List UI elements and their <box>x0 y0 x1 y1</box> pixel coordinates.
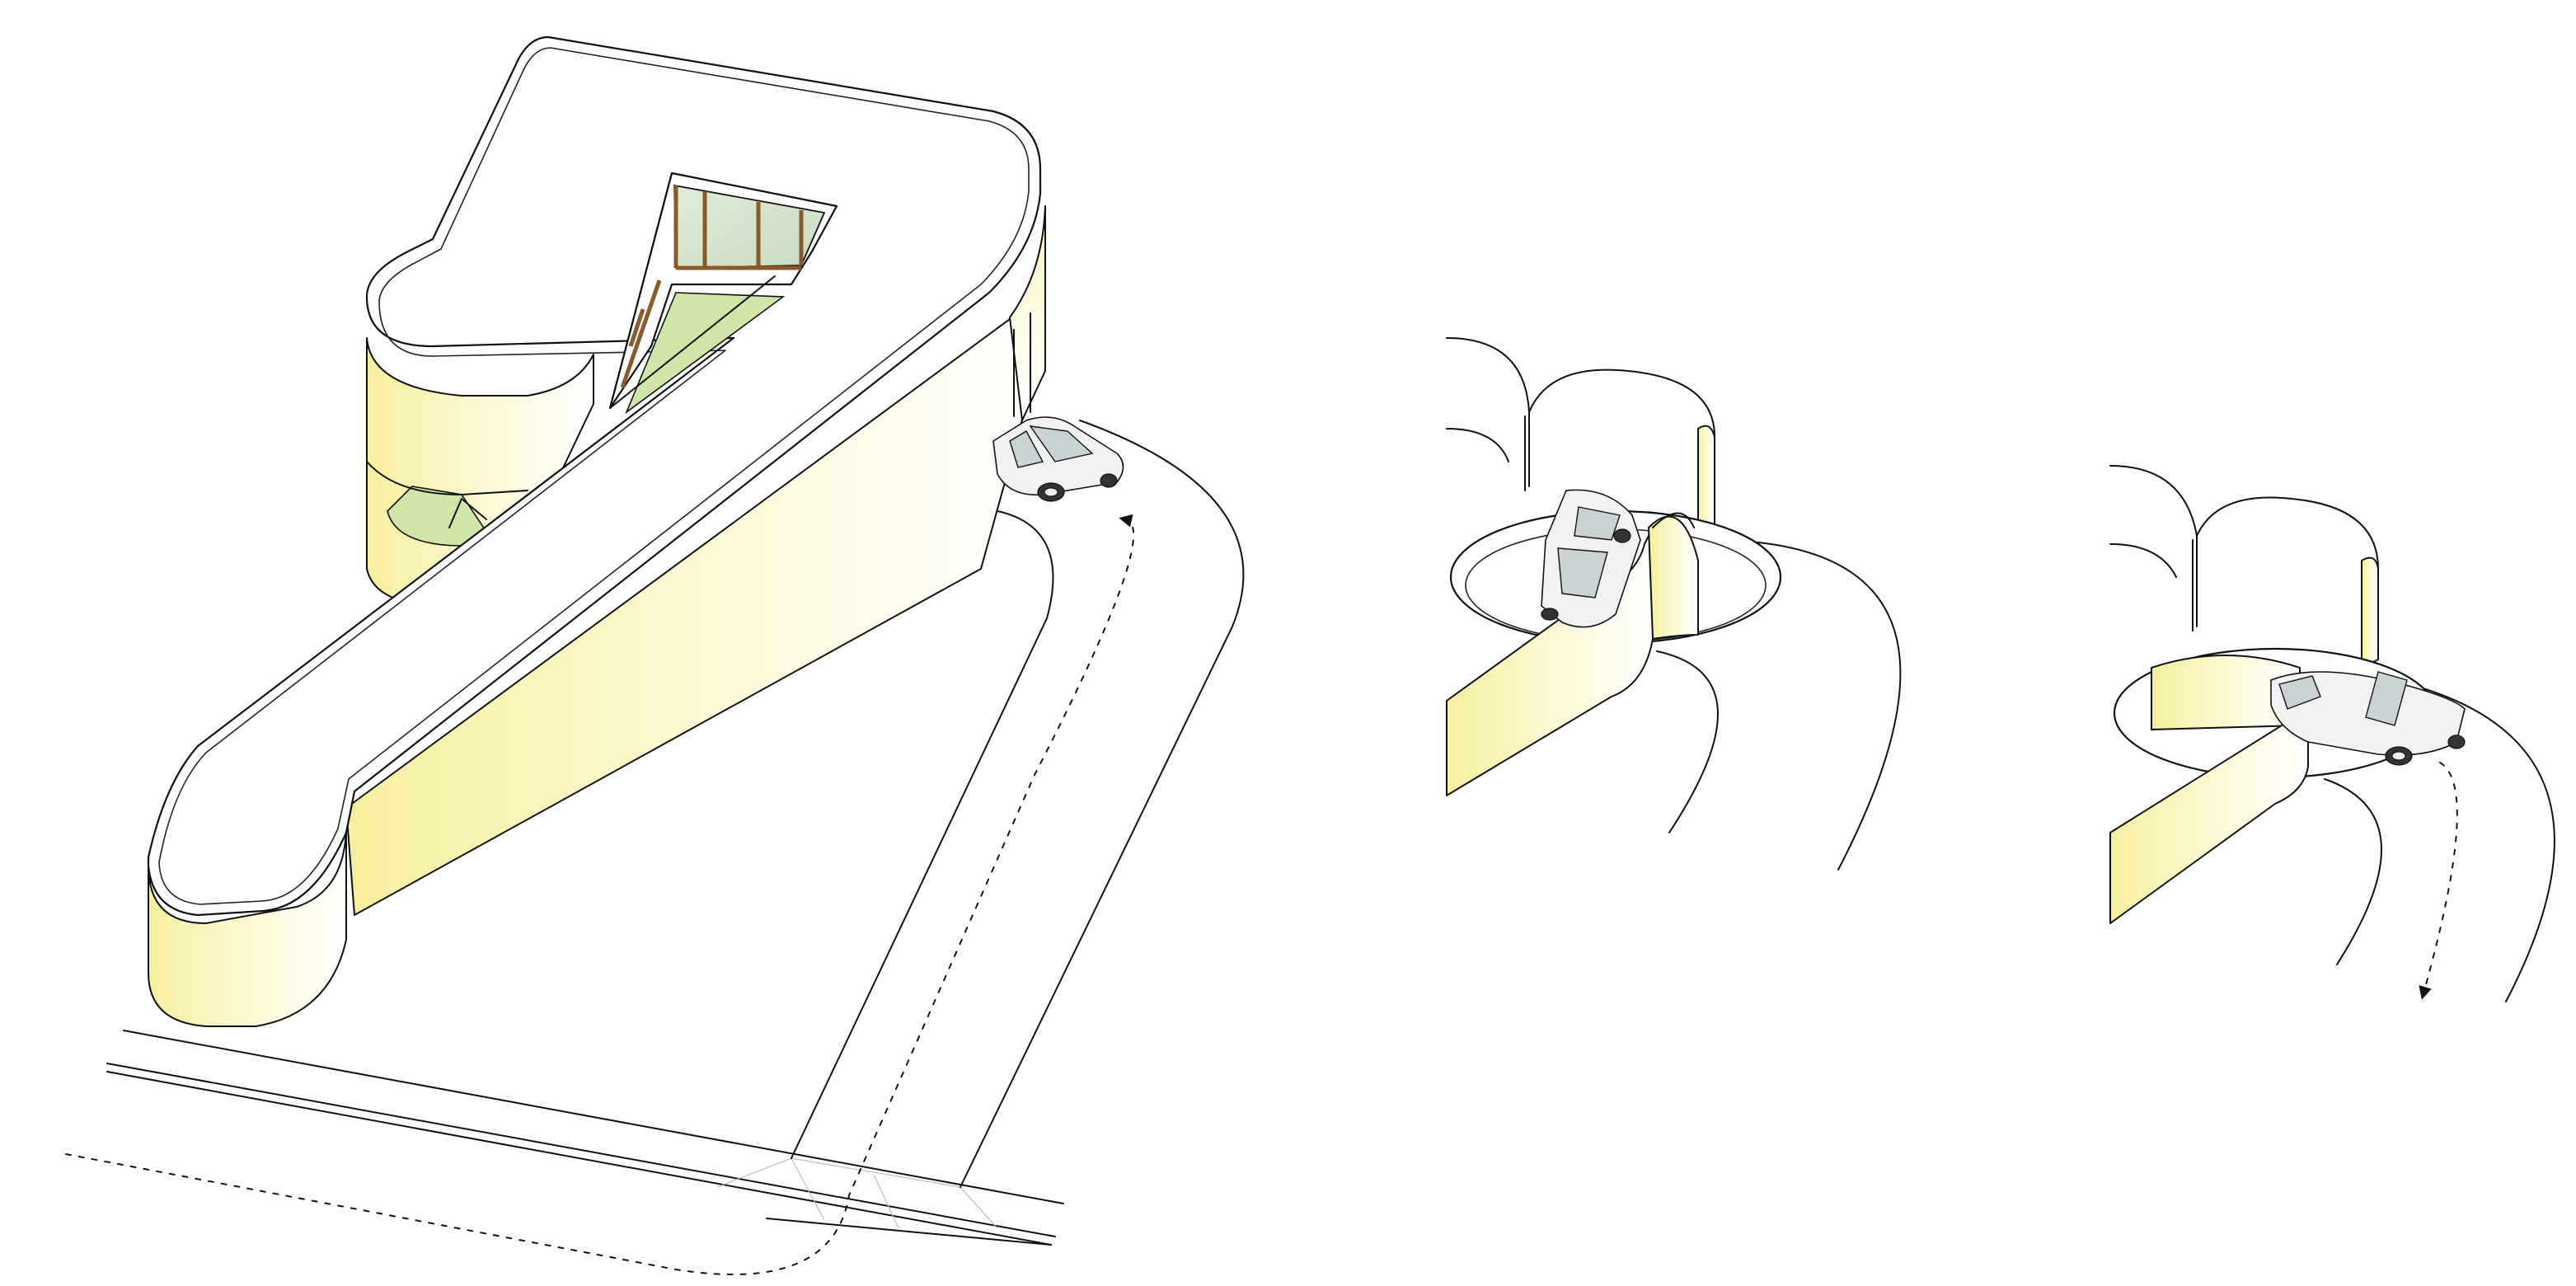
panel-overview <box>65 35 1245 1275</box>
car-icon <box>992 416 1124 502</box>
driveway <box>791 420 1245 1188</box>
roof-slab <box>147 35 1042 917</box>
car-icon <box>2270 671 2466 766</box>
route-path <box>2419 762 2458 1000</box>
route-path <box>65 514 1134 1275</box>
round-end-wall <box>148 824 347 1027</box>
right-support-wall <box>1009 205 1046 421</box>
panel-turntable-entering <box>1446 337 1902 871</box>
courtyard <box>608 171 838 415</box>
panel-turntable-exiting <box>2109 465 2555 1002</box>
car-icon <box>1541 489 1641 628</box>
street <box>106 1030 1064 1246</box>
